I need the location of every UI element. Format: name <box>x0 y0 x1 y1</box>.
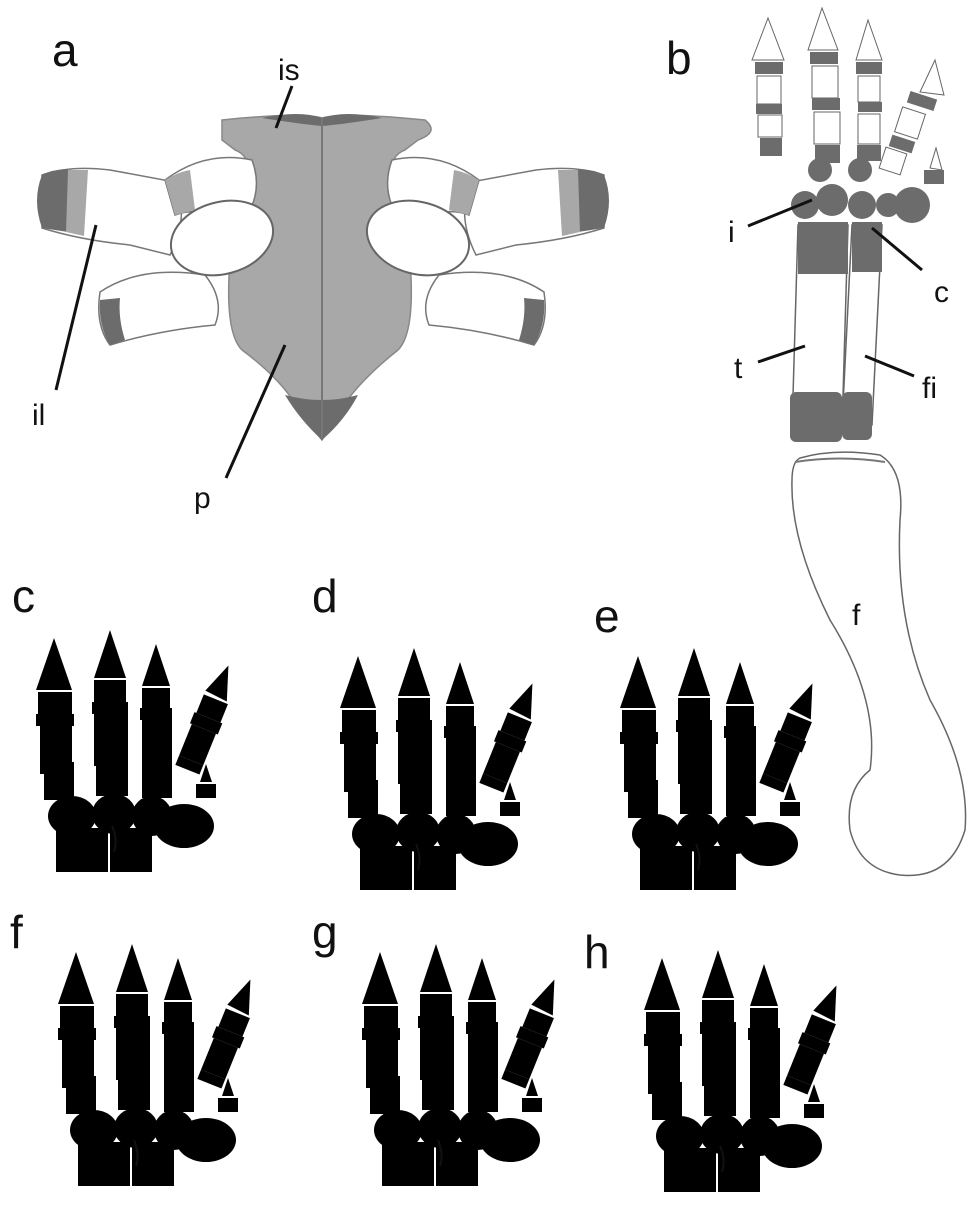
label-f: f <box>852 599 861 632</box>
leader-il <box>56 225 96 390</box>
label-i: i <box>728 216 735 249</box>
tibia-proximal-cartilage <box>790 392 842 442</box>
foot-g-drawing <box>362 944 569 1186</box>
foot-c-drawing <box>36 630 243 872</box>
digits-b <box>752 8 944 184</box>
label-fi: fi <box>922 372 937 405</box>
panel-letter-f: f <box>10 906 23 958</box>
label-is: is <box>278 54 300 87</box>
panel-letter-e: e <box>594 590 620 642</box>
label-il: il <box>32 399 45 432</box>
label-t: t <box>734 352 743 385</box>
panel-letter-b: b <box>666 32 692 84</box>
tibia-distal-cartilage <box>798 222 848 274</box>
femur <box>792 452 966 875</box>
tarsus-b <box>791 158 930 223</box>
foot-f-drawing <box>58 944 265 1186</box>
panel-letter-h: h <box>584 926 610 978</box>
fibula-proximal-cartilage <box>842 392 872 440</box>
panel-letter-a: a <box>52 24 78 76</box>
panel-f-foot: f <box>10 906 265 1186</box>
foot-e-drawing <box>620 648 827 890</box>
panel-letter-c: c <box>12 570 35 622</box>
panel-c-foot: c <box>12 570 243 872</box>
foot-h-drawing <box>644 950 851 1192</box>
panel-h-foot: h <box>584 926 851 1192</box>
panel-letter-g: g <box>312 906 338 958</box>
panel-letter-d: d <box>312 570 338 622</box>
label-c: c <box>934 276 949 309</box>
fibula-distal-cartilage <box>852 222 882 272</box>
panel-a-pelvic-girdle: a is il p <box>32 24 609 515</box>
panel-e-foot: e <box>594 590 827 890</box>
leader-p <box>226 345 285 478</box>
label-p: p <box>194 482 211 515</box>
foot-d-drawing <box>340 648 547 890</box>
panel-g-foot: g <box>312 906 569 1186</box>
panel-d-foot: d <box>312 570 547 890</box>
